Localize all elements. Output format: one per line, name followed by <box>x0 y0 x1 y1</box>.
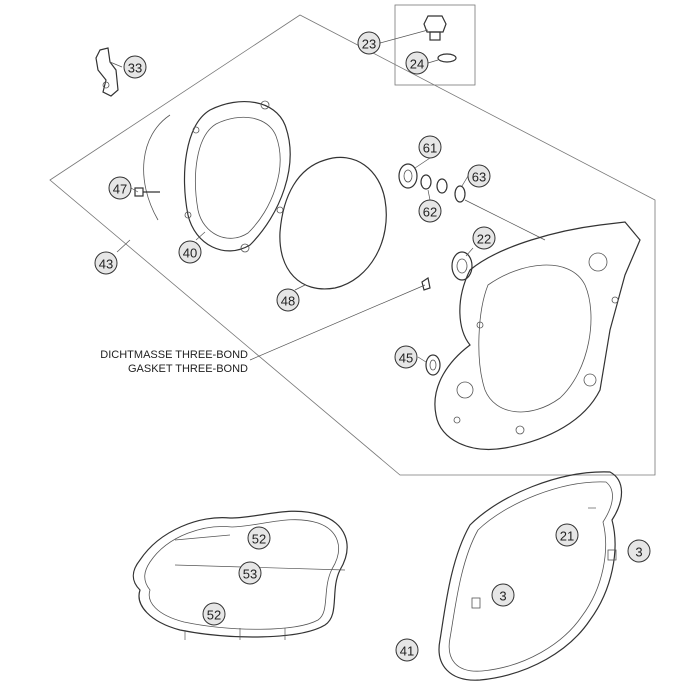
o-ring-part <box>437 53 457 63</box>
callout-c43: 43 <box>94 251 118 275</box>
assembly-frame <box>49 14 656 476</box>
leader-48 <box>294 284 306 291</box>
leader-45 <box>417 356 427 363</box>
callout-label: 61 <box>423 141 437 156</box>
housing-gasket-part <box>132 510 348 640</box>
callout-c41: 41 <box>395 638 419 662</box>
callout-label: 33 <box>128 61 142 76</box>
leader-24 <box>427 59 439 64</box>
callout-c22: 22 <box>472 226 496 250</box>
callout-label: 62 <box>423 205 437 220</box>
callout-c24: 24 <box>405 51 429 75</box>
leader-23 <box>379 29 429 44</box>
callout-label: 3 <box>635 545 642 560</box>
callout-bubble <box>395 638 419 662</box>
callout-bubble <box>491 583 515 607</box>
callout-bubble <box>418 199 442 223</box>
bracket-part <box>95 47 119 97</box>
callout-c3b: 3 <box>491 583 515 607</box>
leader-47 <box>130 187 139 193</box>
callout-bubble <box>394 345 418 369</box>
callout-bubble <box>555 523 579 547</box>
callout-c52a: 52 <box>247 526 271 550</box>
callout-c53: 53 <box>238 561 262 585</box>
callout-label: 23 <box>362 37 376 52</box>
callout-bubble <box>108 176 132 200</box>
callout-c62: 62 <box>418 199 442 223</box>
note-line-2: GASKET THREE-BOND <box>128 363 248 375</box>
callout-c63: 63 <box>467 164 491 188</box>
callout-bubble <box>247 526 271 550</box>
callout-bubble <box>178 240 202 264</box>
callout-c45: 45 <box>394 345 418 369</box>
callout-c23: 23 <box>357 31 381 55</box>
note-line-1: DICHTMASSE THREE-BOND <box>100 349 248 361</box>
note-leader <box>249 284 426 361</box>
leader-61 <box>414 157 431 169</box>
callout-bubble <box>123 55 147 79</box>
bearing-part <box>451 251 473 281</box>
callout-c61: 61 <box>418 135 442 159</box>
cover-outline-arc <box>143 114 171 221</box>
callout-c40: 40 <box>178 240 202 264</box>
callout-label: 22 <box>477 232 491 247</box>
callout-label: 53 <box>243 567 257 582</box>
callout-bubble <box>472 226 496 250</box>
callout-label: 43 <box>99 257 113 272</box>
leader-43 <box>116 239 131 253</box>
callout-c3a: 3 <box>627 539 651 563</box>
callout-label: 41 <box>400 644 414 659</box>
callout-bubble <box>94 251 118 275</box>
callout-bubble <box>627 539 651 563</box>
bracket-hole <box>102 81 110 89</box>
cover-gasket-part <box>279 156 387 290</box>
leader-62 <box>427 189 431 201</box>
callout-label: 47 <box>113 182 127 197</box>
callout-label: 3 <box>499 589 506 604</box>
callout-label: 52 <box>207 608 221 623</box>
seal-parts <box>398 163 466 203</box>
leader-22 <box>465 247 474 257</box>
callout-c52b: 52 <box>202 602 226 626</box>
callout-label: 52 <box>252 532 266 547</box>
sealant-drop-part <box>421 277 431 291</box>
bolt-part <box>134 187 160 197</box>
callout-label: 63 <box>472 170 486 185</box>
plug-part <box>423 15 447 41</box>
leader-33 <box>109 61 123 68</box>
callout-c33: 33 <box>123 55 147 79</box>
callout-bubble <box>238 561 262 585</box>
cover-gasket-large-part <box>438 471 623 681</box>
callout-bubble <box>357 31 381 55</box>
callout-c48: 48 <box>276 288 300 312</box>
shaft-seal-part <box>425 354 441 376</box>
callout-label: 21 <box>560 529 574 544</box>
callout-bubble <box>202 602 226 626</box>
callout-bubble <box>467 164 491 188</box>
engine-cover-part <box>434 221 641 450</box>
callout-label: 24 <box>410 57 424 72</box>
leader-40 <box>195 231 206 241</box>
callout-label: 40 <box>183 246 197 261</box>
callout-c47: 47 <box>108 176 132 200</box>
callout-c21: 21 <box>555 523 579 547</box>
detail-box <box>394 4 476 86</box>
callout-bubble <box>418 135 442 159</box>
clutch-cover-part <box>183 100 291 253</box>
callout-label: 45 <box>399 351 413 366</box>
seal-axis-line <box>464 199 546 241</box>
leader-63 <box>461 175 469 187</box>
callout-bubble <box>276 288 300 312</box>
callout-bubble <box>405 51 429 75</box>
callout-label: 48 <box>281 294 295 309</box>
